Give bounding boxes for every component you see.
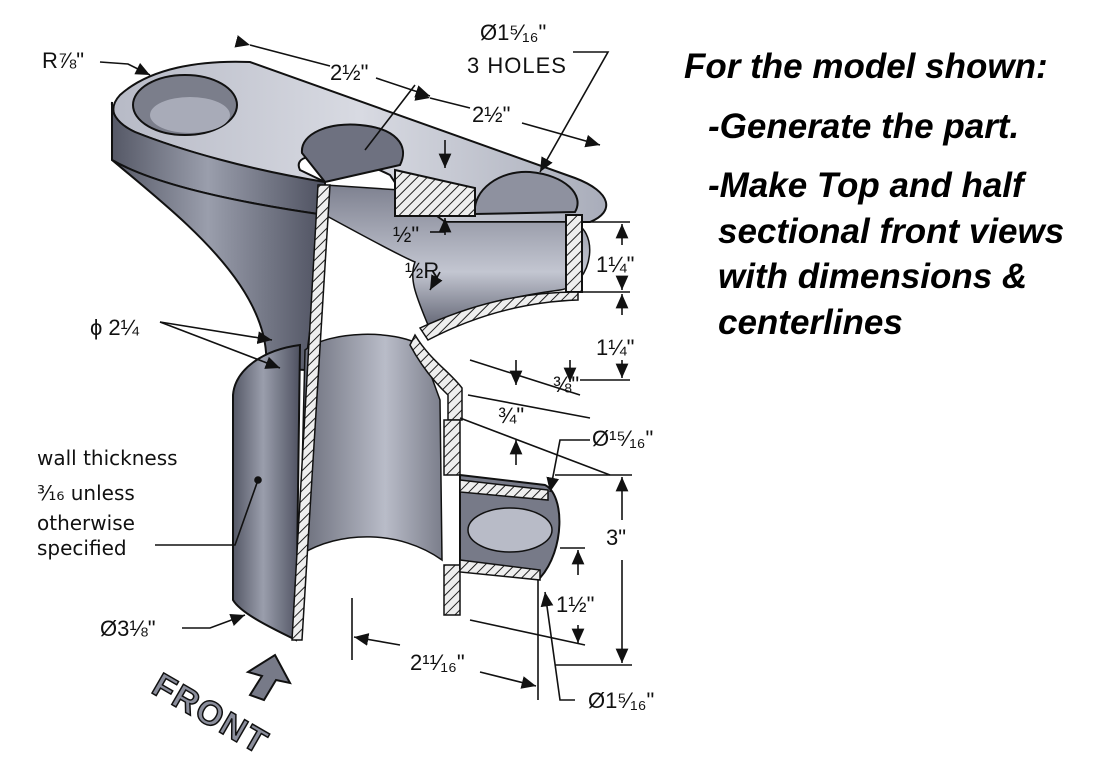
wall-note-line3: otherwise — [37, 511, 135, 535]
section-flange — [394, 168, 476, 217]
dim-height-3: 3" — [606, 525, 626, 550]
dim-height-upper: 1¼" — [596, 252, 634, 277]
lower-cylinder-outer — [232, 343, 302, 642]
section-lower-wall — [443, 419, 461, 476]
dim-step-3-8: ⅜" — [553, 372, 579, 397]
boss-bore — [467, 507, 553, 553]
dim-length-1: 2½" — [330, 60, 368, 85]
wall-note-line2: ³⁄₁₆ unless — [37, 481, 135, 505]
hole-right — [473, 170, 579, 216]
dim-fillet-radius: ½R — [405, 258, 439, 283]
wall-note-line4: specified — [37, 536, 127, 560]
section-right-wall — [565, 214, 583, 293]
dim-boss-outer-diameter: Ø1⁵⁄₁₆" — [588, 688, 654, 713]
instruction-step-2-line-1: -Make Top and half — [708, 166, 1024, 205]
lower-cylinder-inner — [299, 333, 443, 562]
dimension-labels: R⅞" 2½" 2½" Ø1⁵⁄₁₆" 3 HOLES ½" ½R ϕ 2¼ 1… — [42, 20, 654, 713]
part-body — [110, 60, 608, 642]
dim-top-radius: R⅞" — [42, 48, 84, 73]
instruction-step-1: -Generate the part. — [708, 106, 1020, 146]
dim-base-diameter: Ø3⅛" — [100, 616, 156, 641]
wall-thickness-note: wall thickness ³⁄₁₆ unless otherwise spe… — [37, 446, 178, 560]
section-funnel-slope — [418, 291, 579, 341]
dim-height-middle: 1¼" — [596, 335, 634, 360]
instructions-heading: For the model shown: — [684, 47, 1048, 86]
dim-step-3-4: ¾" — [498, 403, 524, 428]
instruction-step-2-line-4: centerlines — [718, 302, 903, 342]
instruction-step-2-line-3: with dimensions & — [718, 257, 1028, 296]
wall-note-line1: wall thickness — [37, 446, 178, 470]
dim-boss-offset: 1½" — [556, 592, 594, 617]
instruction-step-2-line-2: sectional front views — [718, 211, 1065, 251]
dim-boss-distance: 2¹¹⁄₁₆" — [410, 650, 465, 675]
front-arrow — [245, 653, 292, 702]
hole-middle — [300, 123, 405, 184]
dim-boss-inner-diameter: Ø¹⁵⁄₁₆" — [592, 426, 653, 451]
section-left-wall — [291, 184, 331, 641]
dim-hole-diameter: Ø1⁵⁄₁₆" — [480, 20, 546, 45]
instructions-panel: For the model shown: -Generate the part.… — [684, 44, 1114, 345]
dimension-lines — [99, 35, 632, 701]
dim-length-2: 2½" — [472, 102, 510, 127]
front-label: FRONT — [146, 666, 275, 762]
dim-neck-diameter: ϕ 2¼ — [90, 315, 140, 340]
dim-flange-thickness: ½" — [393, 222, 419, 247]
dim-holes-note: 3 HOLES — [467, 53, 567, 78]
